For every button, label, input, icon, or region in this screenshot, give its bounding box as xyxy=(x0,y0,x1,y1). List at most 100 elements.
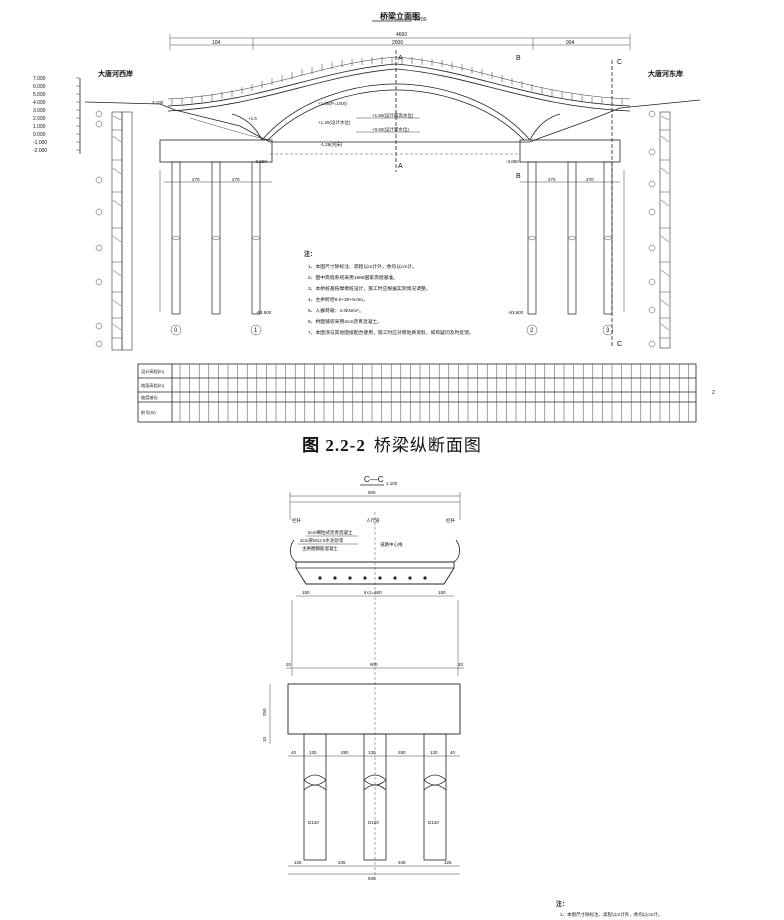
scale-tick: -2.000 xyxy=(33,148,47,154)
pile-spacing: 130 xyxy=(430,750,438,755)
top-width: 900 xyxy=(368,490,376,495)
cap-beam xyxy=(287,683,461,735)
bottom-dim: 125 xyxy=(294,860,302,865)
elevation-title: 桥梁立面图 xyxy=(380,11,420,21)
railing-left-label: 栏杆 xyxy=(292,517,301,524)
pile-spacing: 130 xyxy=(309,750,317,755)
cross-section-scale: 1:100 xyxy=(386,481,398,486)
railing-right-label: 栏杆 xyxy=(446,517,455,524)
left-elevation-scale: 7.000 6.000 5.000 4.000 3.000 2.000 1.00… xyxy=(33,76,81,154)
scale-tick: 4.000 xyxy=(33,100,46,106)
water-levels: +1.80(设计最高水位) +0.50(设计常水位) -1.26(河床) +1.… xyxy=(318,101,420,148)
pile-group-right xyxy=(527,161,613,315)
left-cap-bottom-elev: -3.850 xyxy=(254,159,267,164)
table-row-label: 地面高程(m) xyxy=(141,382,165,389)
pier-number-1: 1 xyxy=(254,328,258,334)
left-deck-elev: 3.100 xyxy=(152,100,164,105)
right-cap-bottom-elev: -3.850 xyxy=(506,159,519,164)
cap-side: 10 xyxy=(262,736,267,742)
railing-right xyxy=(453,539,460,563)
cross-section-title: C—C xyxy=(364,475,384,484)
left-layer-markers xyxy=(95,110,103,348)
bottom-note-title: 注： xyxy=(556,900,568,908)
note-3: 3、本桥桩基按摩擦桩设计，施工时应根据实际情况调整。 xyxy=(308,285,431,292)
pile-spacing: 40 xyxy=(450,750,456,755)
layer-label-3: 主拱圈钢筋混凝土 xyxy=(302,545,338,552)
table-row-label: 坡度坡长 xyxy=(141,394,159,401)
pile-group-left xyxy=(171,161,261,315)
cap-dim-left: 20 xyxy=(286,662,292,667)
section-mark-a-bot: A xyxy=(398,163,403,170)
span-dim-1: 104 xyxy=(212,40,221,46)
water-level-high: +1.80(设计最高水位) xyxy=(372,112,414,119)
deck-top-line xyxy=(167,63,631,107)
pier-number-0: 0 xyxy=(174,328,178,334)
main-arch-inner xyxy=(267,89,525,141)
cap-height: 250 xyxy=(262,708,267,716)
pile-spacing: 130 xyxy=(368,750,376,755)
note-2: 2、图中高程系统采用1985国家高程基准。 xyxy=(308,274,398,281)
scale-tick: 1.000 xyxy=(33,124,46,130)
left-slope xyxy=(189,117,271,141)
layer-label-1: 5cm细粒式沥青混凝土 xyxy=(308,529,353,536)
scale-tick: 5.000 xyxy=(33,92,46,98)
sidewalk-label: 人行道 xyxy=(366,517,380,524)
section-mark-b-top: B xyxy=(516,55,521,62)
water-level-normal: +0.50(设计常水位) xyxy=(372,126,409,133)
span-dim-2: 2000 xyxy=(392,40,403,46)
ground-line xyxy=(84,99,701,143)
pile-dim: 270 xyxy=(548,177,556,182)
page-number: 2 xyxy=(712,390,715,396)
deck-bottom-line xyxy=(167,68,631,112)
pile-dim: 270 xyxy=(586,177,594,182)
deck-railing xyxy=(167,56,631,105)
section-mark-a-top: A xyxy=(398,55,403,62)
left-pile-tip-elev: -63.600 xyxy=(256,310,272,315)
scale-tick: 0.000 xyxy=(33,132,46,138)
pier-number-2: 2 xyxy=(530,328,534,334)
total-length: 4660 xyxy=(396,32,407,38)
table-row-label: 设计高程(m) xyxy=(141,368,165,375)
figure-caption-text: 桥梁纵断面图 xyxy=(373,436,482,455)
center-line-label: 道路中心线 xyxy=(380,541,403,548)
cap-dim-mid: 900 xyxy=(370,662,378,667)
span-dim-3: 904 xyxy=(566,40,575,46)
railing-left xyxy=(290,539,297,563)
note-7: 7、本图须与其他图纸配合使用，施工时应对照地质资料，如有疑问及时反馈。 xyxy=(308,329,474,336)
profile-table: 设计高程(m) 地面高程(m) 坡度坡长 桩号(m) xyxy=(137,363,697,423)
right-borehole-column xyxy=(659,111,671,349)
deck-rebars xyxy=(318,576,427,580)
scale-tick: 6.000 xyxy=(33,84,46,90)
pile-dim: 270 xyxy=(232,177,240,182)
elevation-view: 桥梁立面图 1:200 4660 104 2000 904 A A B B C … xyxy=(33,11,715,423)
bottom-total: 940 xyxy=(368,876,376,881)
section-mark-c-top: C xyxy=(617,59,622,66)
elevation-notes: 注： 1、本图尺寸除标注、高程以m计外，余均以cm计。 2、图中高程系统采用19… xyxy=(304,250,474,336)
side-arch-right xyxy=(529,113,561,141)
pier-number-3: 3 xyxy=(606,328,610,334)
left-bank-label: 大唐河西岸 xyxy=(98,69,133,78)
right-bank-label: 大唐河东岸 xyxy=(648,69,683,78)
riverbed-level: -1.26(河床) xyxy=(320,141,343,148)
cap-dim-right: 20 xyxy=(458,662,464,667)
note-6: 6、桥面铺装采用4cm沥青混凝土。 xyxy=(308,318,382,325)
figure-number: 图 2.2-2 xyxy=(302,436,366,455)
pile-dia-3: D120 xyxy=(428,820,439,825)
cross-piles xyxy=(303,733,447,861)
main-arch xyxy=(261,83,531,141)
pile-spacing: 280 xyxy=(341,750,349,755)
notes-title: 注： xyxy=(304,250,316,258)
scale-tick: 2.000 xyxy=(33,116,46,122)
right-layer-markers xyxy=(648,110,656,348)
left-borehole-column xyxy=(111,111,133,351)
design-water-level: +1.20(设计水位) xyxy=(318,119,351,126)
table-row-label: 桩号(m) xyxy=(141,409,156,416)
right-abutment-cap xyxy=(519,139,621,163)
bottom-dim: 345 xyxy=(398,860,406,865)
scale-tick: 3.000 xyxy=(33,108,46,114)
pile-spacing: 280 xyxy=(398,750,406,755)
layer-label-2: 3cm厚M12.5水泥砂浆 xyxy=(300,537,344,544)
scale-tick: 7.000 xyxy=(33,76,46,82)
